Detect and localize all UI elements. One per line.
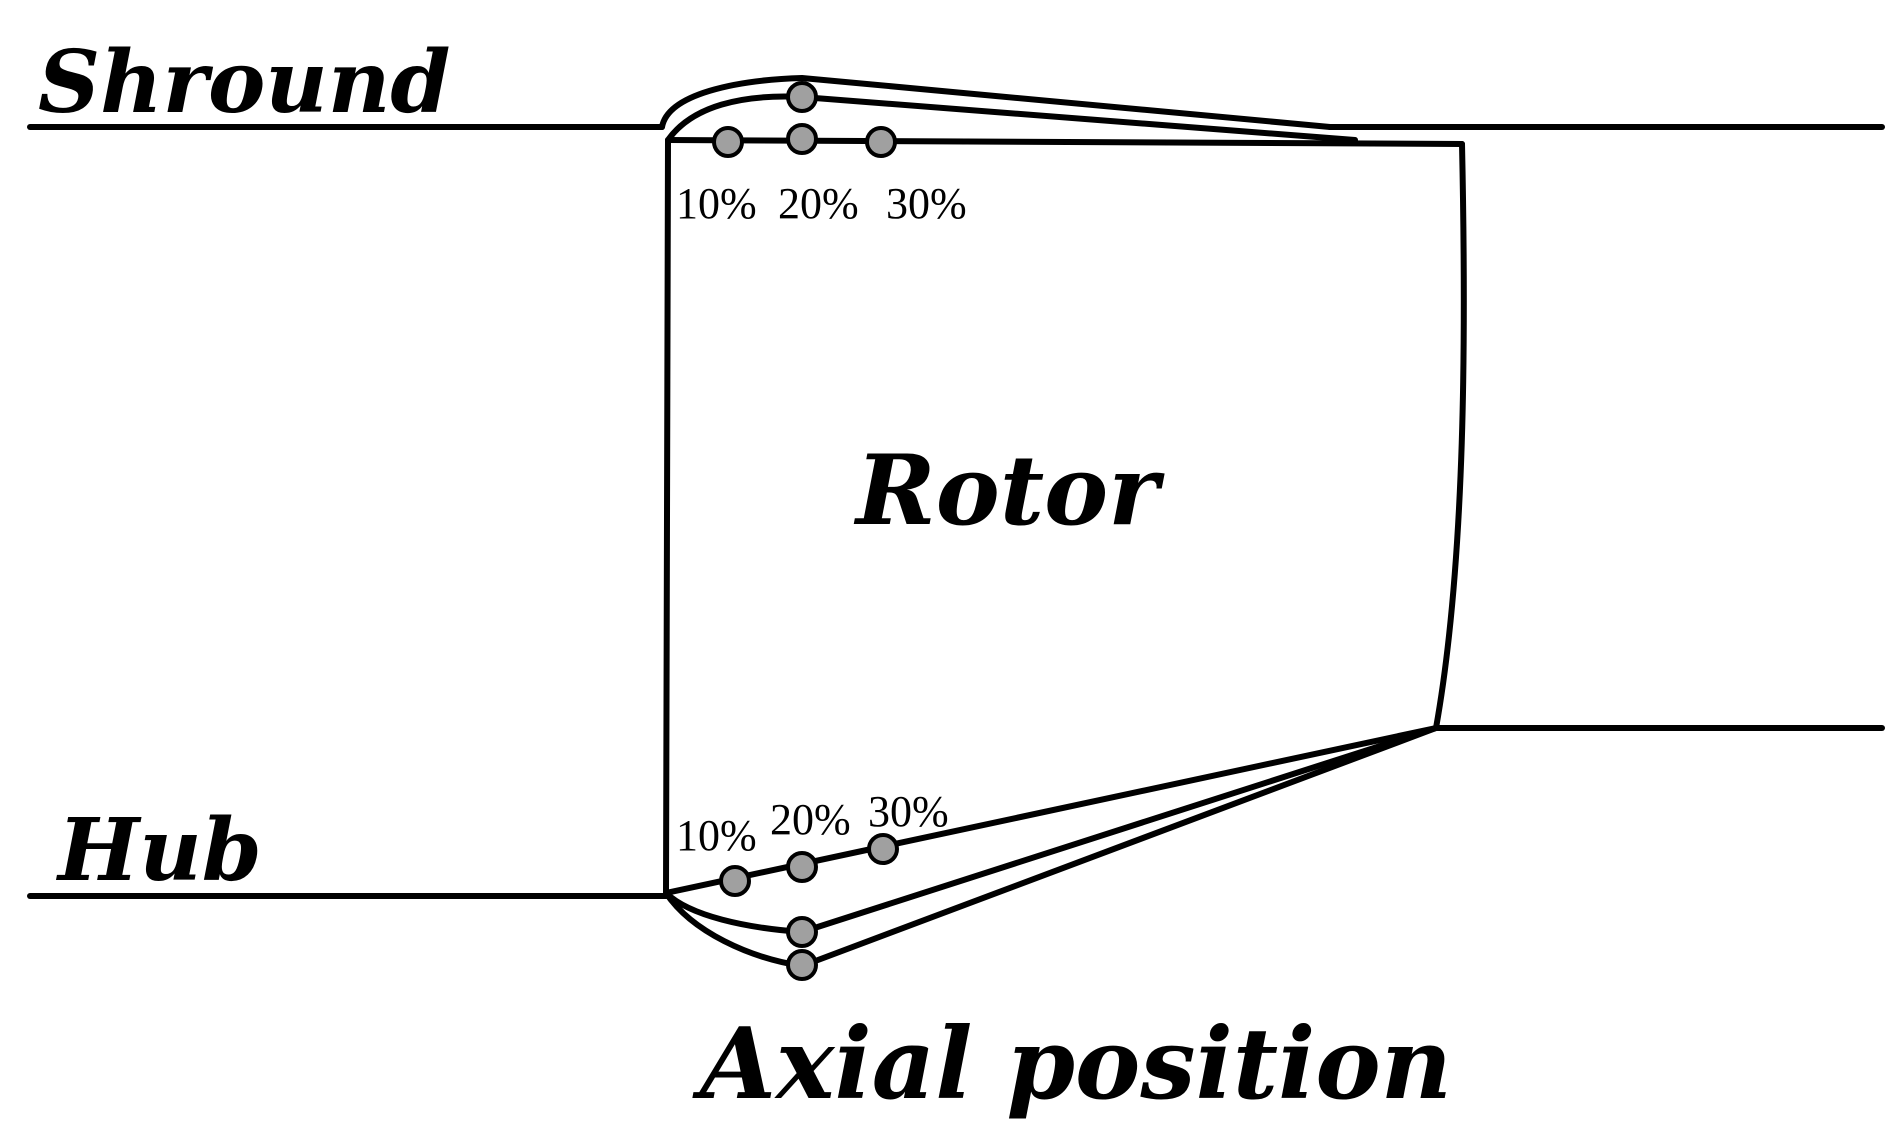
shroud-percent-10: 10% bbox=[676, 179, 757, 228]
shroud-point-20-bulge bbox=[786, 81, 818, 113]
shroud-point-20 bbox=[786, 123, 818, 155]
hub-percent-20: 20% bbox=[770, 795, 851, 844]
shroud-percent-20: 20% bbox=[778, 179, 859, 228]
hub-percent-30: 30% bbox=[868, 787, 949, 836]
hub-point-30 bbox=[867, 833, 899, 865]
hub-point-20-mid bbox=[786, 916, 818, 948]
rotor-trailing-edge bbox=[1433, 141, 1467, 731]
shroud-label: Shround bbox=[38, 32, 451, 133]
measurement-points bbox=[712, 81, 899, 981]
shroud-point-10 bbox=[712, 126, 744, 158]
hub-label: Hub bbox=[55, 800, 262, 901]
shroud-percent-30: 30% bbox=[886, 179, 967, 228]
hub-point-20-deep bbox=[786, 949, 818, 981]
hub-point-20 bbox=[786, 851, 818, 883]
rotor-label: Rotor bbox=[853, 434, 1165, 547]
hub-point-10 bbox=[719, 865, 751, 897]
hub-percent-10: 10% bbox=[676, 811, 757, 860]
axial-position-label: Axial position bbox=[692, 1007, 1452, 1122]
shroud-profile-outer bbox=[659, 75, 1333, 130]
shroud-point-30 bbox=[865, 126, 897, 158]
rotor-leading-edge bbox=[663, 137, 671, 896]
